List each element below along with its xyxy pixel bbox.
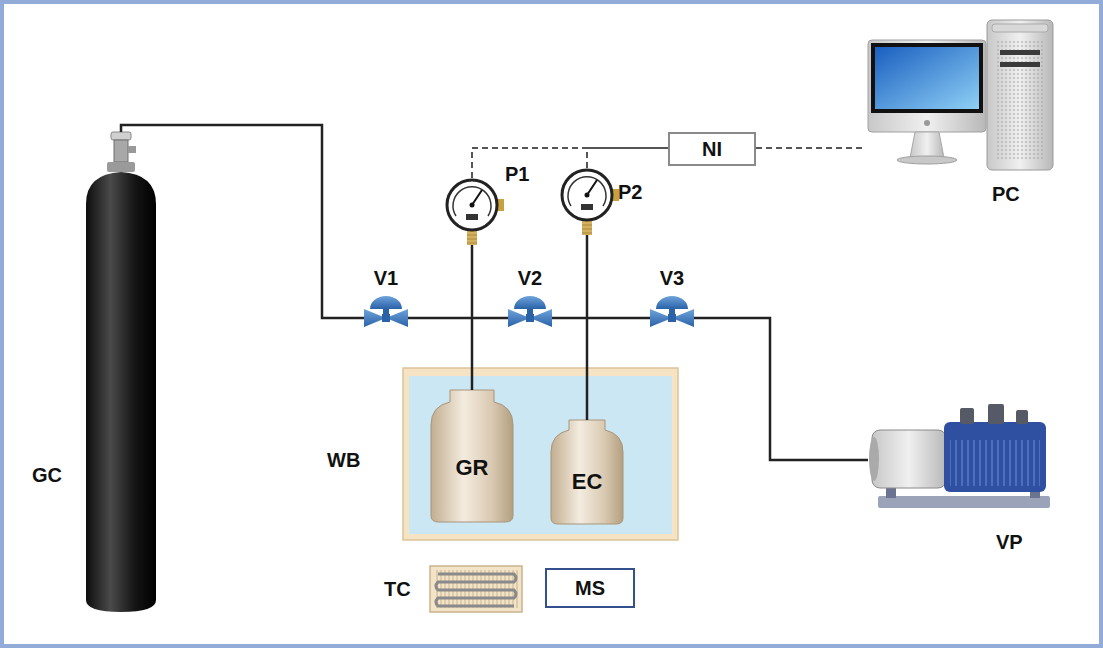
experiment-cell: EC (551, 420, 623, 524)
pressure-gauge: P2 (560, 168, 614, 235)
gas-cylinder (86, 132, 156, 612)
part-label: P1 (505, 164, 529, 184)
part-label: P2 (618, 182, 642, 202)
gas-pipe (471, 245, 474, 390)
part-label: TC (384, 579, 411, 599)
valve: V3 (650, 296, 694, 340)
valve-symbol (364, 296, 408, 327)
part-label: VP (996, 532, 1023, 552)
gas-reservoir: GR (431, 390, 513, 522)
valve: V2 (508, 296, 552, 340)
signal-wire (472, 148, 668, 178)
computer: PC (862, 18, 1057, 178)
pressure-gauge (447, 180, 504, 245)
water-bath: WBGREC (403, 368, 678, 540)
gas-pipe (586, 235, 589, 420)
valve: V1 (364, 296, 408, 340)
part-label: MS (575, 578, 605, 598)
part-label: NI (702, 139, 722, 159)
part-label: WB (327, 450, 360, 470)
magnetic-stirrer: MS (545, 568, 635, 608)
valve-symbol (508, 296, 552, 327)
part-label: V2 (508, 268, 552, 288)
part-label: EC (572, 471, 603, 493)
valve-symbol (650, 296, 694, 327)
computer (868, 20, 1053, 170)
signal-wire (587, 148, 668, 168)
part-label: GR (456, 457, 489, 479)
water-bath (403, 368, 678, 540)
cooler-coil (430, 566, 522, 612)
gas-cylinder: GC (86, 132, 156, 612)
part-label: V1 (364, 268, 408, 288)
pressure-gauge (562, 170, 619, 235)
part-label: PC (992, 184, 1020, 204)
part-label: GC (32, 465, 62, 485)
gas-pipe (408, 317, 508, 320)
vessel-shape (551, 420, 623, 524)
signal-wire (756, 147, 862, 149)
temperature-controller: TC (430, 566, 522, 612)
gas-pipe (694, 318, 868, 460)
vacuum-pump: VP (868, 405, 1063, 515)
pressure-gauge: P1 (445, 178, 499, 245)
part-label: V3 (650, 268, 694, 288)
vessel-shape (431, 390, 513, 522)
vacuum-pump (869, 404, 1050, 508)
daq-box: NI (668, 132, 756, 166)
gas-pipe (121, 125, 364, 318)
gas-pipe (552, 317, 650, 320)
